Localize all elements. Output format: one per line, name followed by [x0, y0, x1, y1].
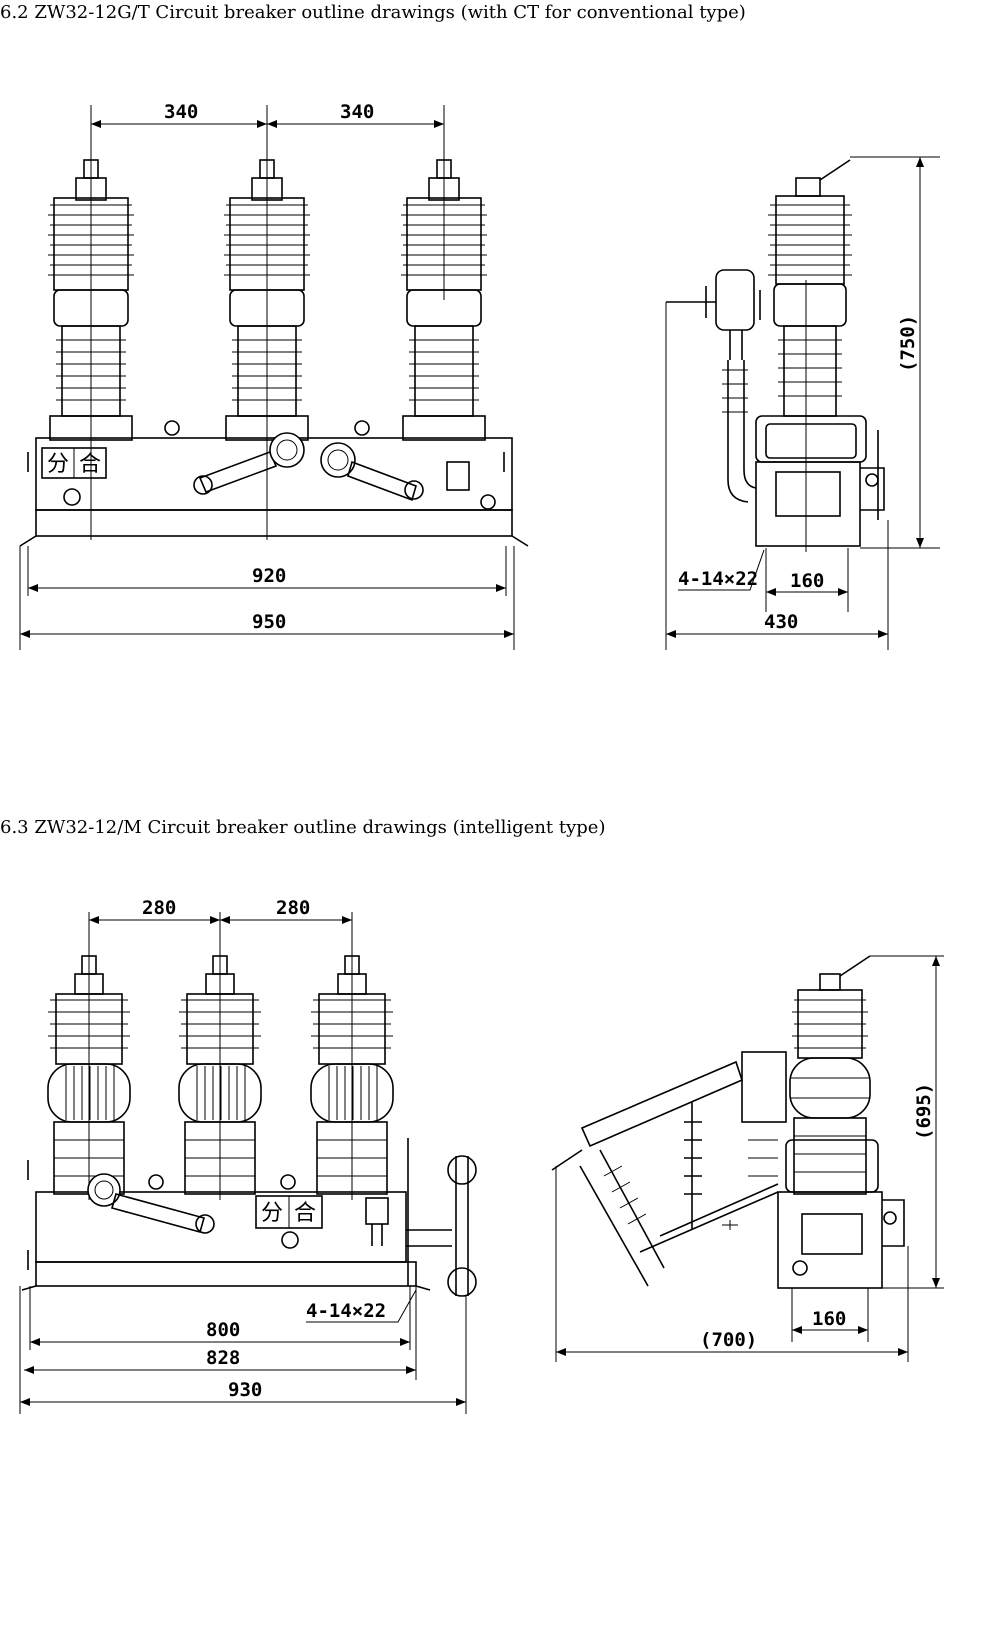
- dim-mount-holes: 4-14×22: [678, 568, 758, 590]
- drawing-zw32-12gt: 分 合 340 340 920 950: [19, 101, 940, 650]
- open-close-label-box: [255, 1195, 323, 1229]
- dim-mid-width: 828: [206, 1347, 240, 1369]
- pole-right: [310, 955, 394, 1195]
- operating-arm-right: [347, 460, 417, 502]
- side-cabinet: [777, 1191, 883, 1289]
- dim-depth: (700): [700, 1329, 757, 1351]
- dim-mount-holes: 4-14×22: [306, 1300, 386, 1322]
- dim-height: (695): [913, 1083, 935, 1140]
- dim-overall-width: 930: [228, 1379, 262, 1401]
- dim-mount-spacing: 160: [790, 570, 824, 592]
- manual-handle-bottom: [447, 1267, 477, 1297]
- label-close: 合: [294, 1201, 316, 1226]
- front-view-zw32-12m: 分 合 280 280 4-14×22 800 828 930: [19, 897, 477, 1414]
- mechanism-box: [35, 1191, 407, 1263]
- current-transformer: [715, 269, 755, 331]
- dim-inner-width: 920: [252, 565, 286, 587]
- side-dimensions-63: (695) 160 (700): [555, 955, 944, 1362]
- section-heading-6-3: 6.3 ZW32-12/M Circuit breaker outline dr…: [0, 817, 606, 838]
- dim-pole-spacing-2: 280: [276, 897, 310, 919]
- operating-shaft: [281, 1231, 299, 1249]
- label-open: 分: [261, 1201, 283, 1226]
- arrester-arm: [580, 1060, 743, 1148]
- label-open: 分: [47, 452, 69, 477]
- side-view-zw32-12m: (695) 160 (700): [551, 955, 944, 1362]
- dim-mount-spacing: 160: [812, 1308, 846, 1330]
- label-close: 合: [79, 452, 101, 477]
- manual-handle-top: [447, 1155, 477, 1185]
- operating-arm-left: [198, 450, 278, 494]
- dim-pole-spacing-1: 280: [142, 897, 176, 919]
- section-heading-6-2: 6.2 ZW32-12G/T Circuit breaker outline d…: [0, 2, 746, 23]
- side-cabinet: [755, 461, 861, 547]
- dim-overall-width: 950: [252, 611, 286, 633]
- pole-left: [47, 955, 131, 1195]
- front-dimensions-62: 340 340 920 950: [19, 101, 515, 650]
- counter-window: [365, 1197, 389, 1225]
- counter-window: [446, 461, 470, 491]
- operating-arm: [111, 1193, 205, 1233]
- current-transformer: [741, 1051, 787, 1123]
- side-dimensions-62: (750) 4-14×22 160 430: [665, 156, 940, 650]
- dim-pole-spacing-2: 340: [340, 101, 374, 123]
- side-view-zw32-12gt: (750) 4-14×22 160 430: [665, 156, 940, 650]
- pole-middle: [178, 955, 262, 1195]
- dim-height: (750): [897, 315, 919, 372]
- dim-pole-spacing-1: 340: [164, 101, 198, 123]
- front-dimensions-63: 280 280 4-14×22 800 828 930: [19, 897, 467, 1414]
- dim-inner-width: 800: [206, 1319, 240, 1341]
- cable-connector: [480, 494, 496, 510]
- dim-depth: 430: [764, 611, 798, 633]
- front-view-zw32-12gt: 分 合 340 340 920 950: [19, 101, 529, 650]
- operating-shaft: [63, 488, 81, 506]
